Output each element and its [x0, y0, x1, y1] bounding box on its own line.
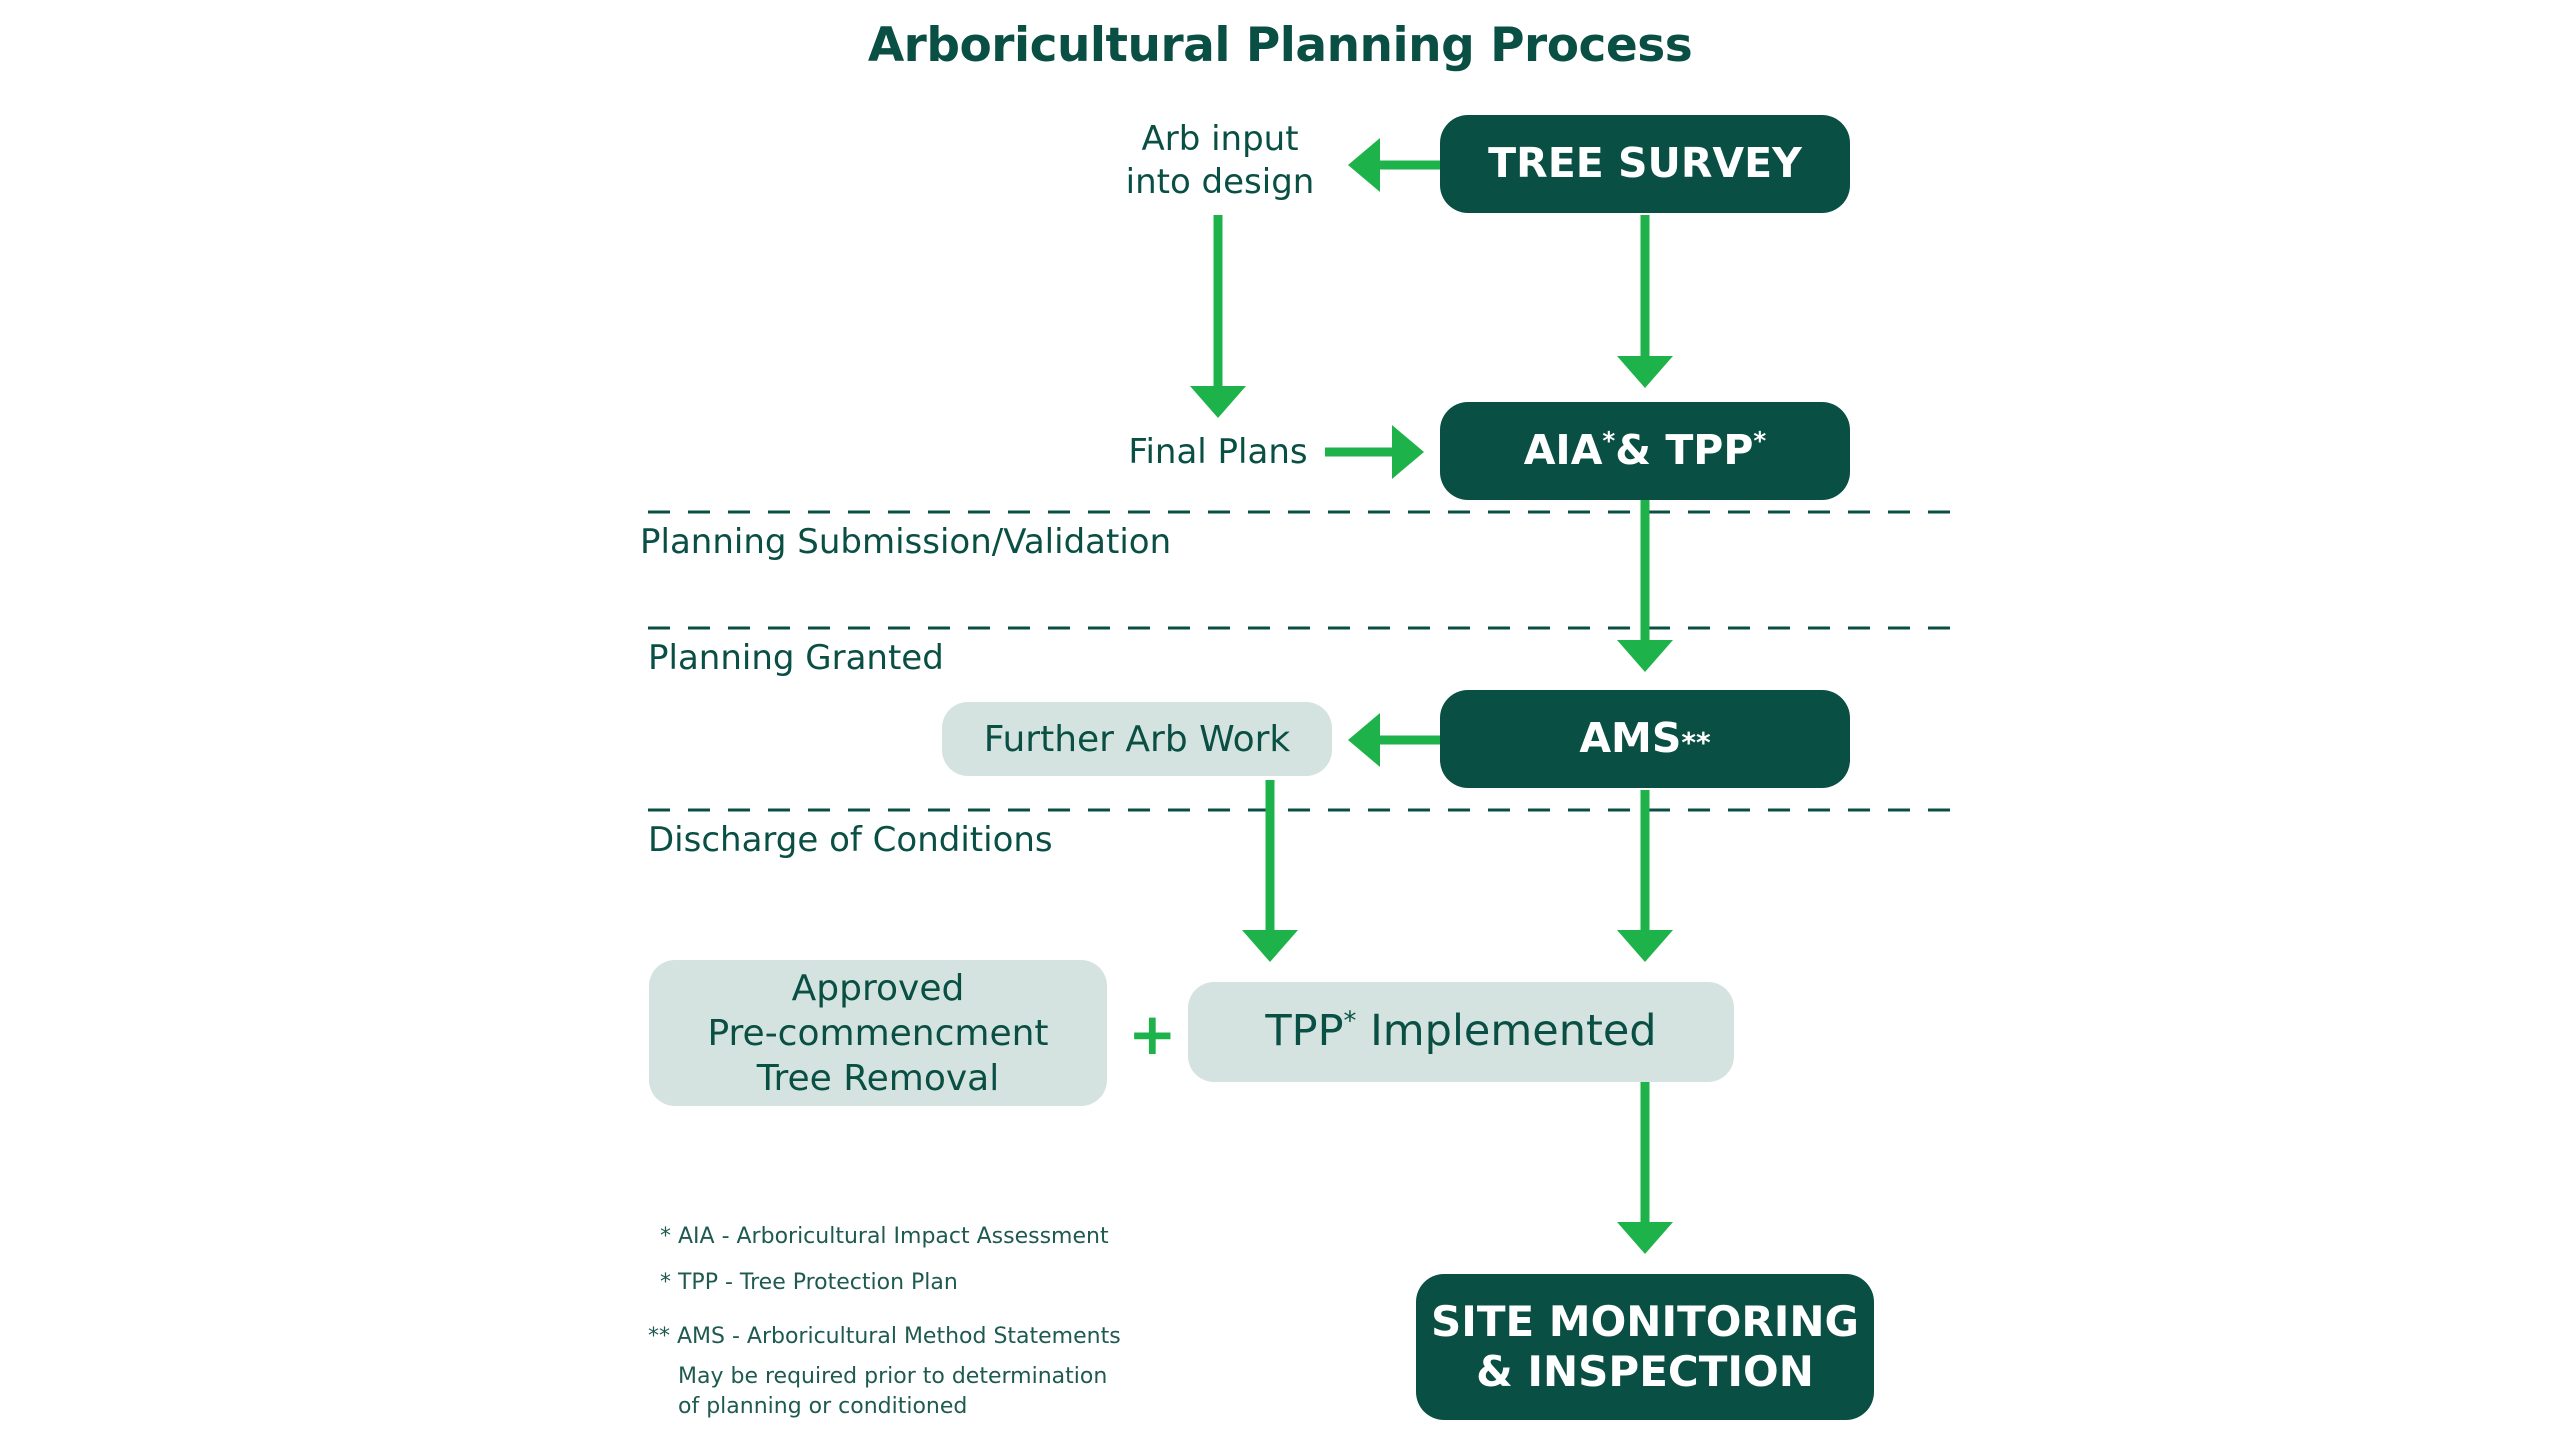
footnote-ams-note2: of planning or conditioned	[678, 1394, 968, 1419]
arrow-head	[1617, 640, 1673, 672]
tpp-text: & TPP	[1615, 426, 1754, 475]
ams-label: AMS**	[1579, 714, 1710, 763]
tree-survey-label: TREE SURVEY	[1488, 139, 1802, 188]
aia-text: AIA	[1523, 426, 1603, 475]
footnote-aia: * AIA - Arboricultural Impact Assessment	[660, 1224, 1109, 1249]
stage-discharge-label: Discharge of Conditions	[648, 820, 1053, 860]
arrow-head	[1348, 713, 1380, 767]
ams-box: AMS**	[1440, 690, 1850, 788]
tpp-asterisk: *	[1753, 426, 1767, 456]
arb-input-line2: into design	[1125, 161, 1315, 202]
approved-line1: Approved	[791, 967, 965, 1009]
footnote-tpp: * TPP - Tree Protection Plan	[660, 1270, 958, 1295]
footnote-ams-note1: May be required prior to determination	[678, 1364, 1108, 1389]
arrow-head	[1392, 425, 1424, 479]
arrow-head	[1617, 356, 1673, 388]
further-arb-work-box: Further Arb Work	[942, 702, 1332, 776]
stage-submission-label: Planning Submission/Validation	[640, 522, 1172, 562]
page-title: Arboricultural Planning Process	[867, 18, 1693, 73]
arrow-head	[1617, 930, 1673, 962]
further-arb-work-label: Further Arb Work	[983, 718, 1291, 760]
tpp-implemented-box: TPP* Implemented	[1188, 982, 1734, 1082]
tpp-impl-text: TPP	[1265, 1006, 1344, 1057]
aia-tpp-label: AIA*& TPP*	[1524, 426, 1767, 475]
arrow-head	[1617, 1222, 1673, 1254]
ams-asterisks: **	[1681, 726, 1711, 760]
site-monitoring-line2: & INSPECTION	[1476, 1347, 1814, 1396]
tree-survey-box: TREE SURVEY	[1440, 115, 1850, 213]
approved-line2: Pre-commencment	[707, 1012, 1049, 1054]
ams-text: AMS	[1579, 714, 1682, 763]
approved-removal-box: Approved Pre-commencment Tree Removal	[649, 960, 1107, 1106]
stage-dividers	[648, 510, 1958, 812]
implemented-text: Implemented	[1370, 1006, 1657, 1057]
arrow-head	[1348, 138, 1380, 192]
arrow-head	[1190, 386, 1246, 418]
aia-asterisk: *	[1602, 426, 1616, 456]
arb-input-label: Arb input into design	[1070, 118, 1370, 203]
arb-input-line1: Arb input	[1141, 119, 1299, 159]
tpp-impl-asterisk: *	[1343, 1006, 1357, 1037]
arrow-head	[1242, 930, 1298, 962]
aia-tpp-box: AIA*& TPP*	[1440, 402, 1850, 500]
tpp-implemented-label: TPP* Implemented	[1265, 1005, 1656, 1059]
site-monitoring-line1: SITE MONITORING	[1430, 1296, 1860, 1346]
footnote-ams: ** AMS - Arboricultural Method Statement…	[648, 1324, 1121, 1349]
site-monitoring-box: SITE MONITORING & INSPECTION	[1416, 1274, 1874, 1420]
approved-line3: Tree Removal	[756, 1057, 1000, 1099]
stage-granted-label: Planning Granted	[648, 638, 944, 678]
final-plans-label: Final Plans	[1128, 432, 1308, 472]
plus-sign: +	[1128, 1000, 1177, 1068]
arrows	[1190, 138, 1673, 1254]
